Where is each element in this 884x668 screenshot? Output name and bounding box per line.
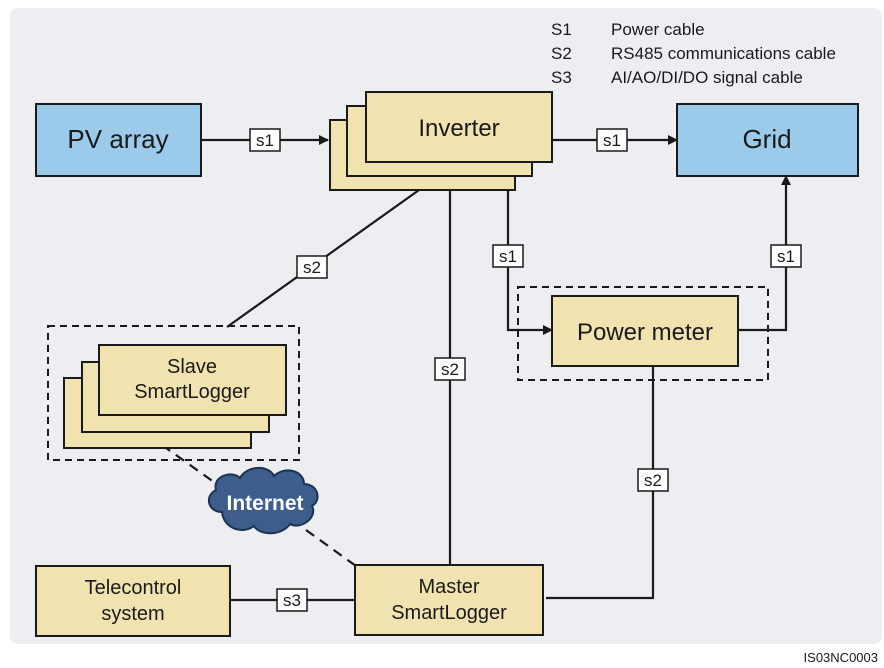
legend-code-s1: S1 — [551, 20, 572, 39]
figure-id: IS03NC0003 — [804, 650, 878, 665]
internet-label: Internet — [226, 492, 303, 515]
tag-box-meter-master — [637, 468, 669, 492]
line-inverter-to-meter — [506, 190, 553, 335]
pv-array-node: PV array — [35, 103, 202, 177]
inverter-label: Inverter — [418, 115, 499, 142]
meter-group-frame — [517, 286, 769, 381]
master-label-line1: Master — [418, 576, 479, 598]
tag-box-meter-grid — [770, 244, 802, 268]
tag-box-telecontrol-master — [276, 588, 308, 612]
line-internet-to-master — [305, 529, 357, 567]
tag-inverter-meter: s1 — [499, 247, 517, 266]
master-smartlogger-node: Master SmartLogger — [354, 564, 544, 636]
power-meter-box — [551, 295, 739, 367]
tag-box-inverter-master — [434, 357, 466, 381]
legend-text-s3: AI/AO/DI/DO signal cable — [611, 68, 803, 87]
telecontrol-label-line1: Telecontrol — [85, 577, 182, 599]
master-box — [354, 564, 544, 636]
tag-meter-master: s2 — [644, 471, 662, 490]
line-meter-to-master — [546, 366, 655, 600]
line-meter-to-grid — [738, 175, 791, 332]
telecontrol-label-line2: system — [101, 603, 164, 625]
slave-smartlogger-node: Slave SmartLogger — [63, 344, 287, 449]
legend: S1 Power cable S2 RS485 communications c… — [551, 20, 836, 87]
inverter-box-front — [365, 91, 553, 163]
grid-node: Grid — [676, 103, 859, 177]
internet-cloud: Internet — [207, 467, 319, 535]
tag-box-inverter-slave — [296, 255, 328, 279]
tag-telecontrol-master: s3 — [283, 591, 301, 610]
tag-inverter-master: s2 — [441, 360, 459, 379]
tag-meter-grid: s1 — [777, 247, 795, 266]
telecontrol-node: Telecontrol system — [35, 565, 231, 637]
slave-label-line1: Slave — [167, 356, 217, 378]
tag-pv-inverter: s1 — [256, 131, 274, 150]
legend-code-s3: S3 — [551, 68, 572, 87]
slave-box-front — [98, 344, 287, 416]
power-meter-node: Power meter — [551, 295, 739, 367]
grid-box — [676, 103, 859, 177]
tag-box-inverter-grid — [596, 128, 628, 152]
telecontrol-box — [35, 565, 231, 637]
pv-array-box — [35, 103, 202, 177]
legend-text-s1: Power cable — [611, 20, 705, 39]
power-meter-label: Power meter — [577, 319, 713, 346]
tag-box-inverter-meter — [492, 244, 524, 268]
tag-box-pv-inverter — [249, 128, 281, 152]
inverter-node: Inverter — [329, 91, 553, 191]
slave-label-line2: SmartLogger — [134, 381, 250, 403]
cloud-icon — [207, 467, 319, 535]
cable-tags: s1 s1 s1 s1 s2 s2 s2 s3 — [249, 128, 802, 612]
master-label-line2: SmartLogger — [391, 602, 507, 624]
pv-array-label: PV array — [67, 124, 168, 154]
grid-label: Grid — [742, 124, 791, 154]
slave-group-frame — [47, 325, 300, 461]
legend-code-s2: S2 — [551, 44, 572, 63]
tag-inverter-slave: s2 — [303, 258, 321, 277]
tag-inverter-grid: s1 — [603, 131, 621, 150]
line-slave-to-internet — [161, 444, 226, 491]
legend-text-s2: RS485 communications cable — [611, 44, 836, 63]
